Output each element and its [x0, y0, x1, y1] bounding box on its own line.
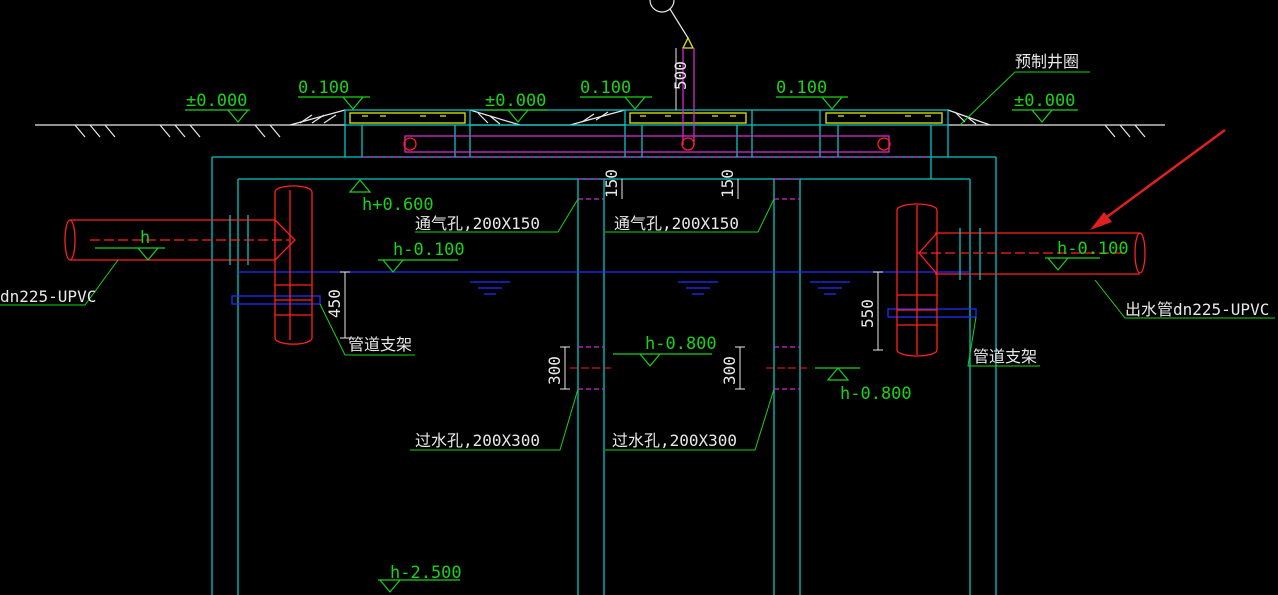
label-inlet-pipe: dn225-UPVC: [0, 287, 96, 306]
label-support-right: 管道支架: [973, 347, 1037, 366]
level-outlet: h-0.100: [1057, 239, 1129, 259]
vent-pipe: [403, 48, 891, 153]
level-water: h-0.100: [393, 240, 465, 260]
annotation-arrow: [1090, 128, 1226, 230]
level-markers: [95, 96, 1100, 593]
level-hole-top: h+0.600: [362, 195, 434, 215]
level-orifice-left: h-0.800: [645, 334, 717, 354]
level-bottom: h-2.500: [390, 563, 462, 583]
openings: [362, 156, 931, 390]
dim-support-left: 450: [325, 289, 344, 318]
level-cover-left: 0.100: [298, 78, 349, 98]
level-orifice-right: h-0.800: [840, 384, 912, 404]
leader-lines: [0, 71, 1275, 451]
dim-orifice-left: 300: [545, 356, 564, 385]
level-ground-mid: ±0.000: [485, 91, 546, 111]
ground-line: [35, 109, 1165, 138]
label-support-left: 管道支架: [348, 335, 412, 354]
vent-label-circle: [649, 0, 689, 39]
dim-orifice-right: 300: [720, 356, 739, 385]
label-orifice-right: 过水孔,200X300: [612, 431, 737, 450]
dim-vent-height: 500: [671, 61, 690, 90]
label-vent-left: 通气孔,200X150: [415, 214, 540, 233]
level-ground-right: ±0.000: [1014, 91, 1075, 111]
dimension-lines: [340, 48, 883, 390]
label-precast-ring: 预制井圈: [1015, 52, 1079, 71]
dim-vent-hole-left: 150: [602, 169, 621, 198]
level-cover-right: 0.100: [776, 78, 827, 98]
label-orifice-left: 过水孔,200X300: [415, 431, 540, 450]
dim-vent-hole-right: 150: [718, 169, 737, 198]
dim-support-right: 550: [858, 299, 877, 328]
manhole-covers: [349, 36, 943, 124]
water-level: [231, 271, 977, 318]
label-vent-right: 通气孔,200X150: [614, 214, 739, 233]
level-inlet: h: [140, 228, 150, 248]
label-outlet-pipe: 出水管dn225-UPVC: [1125, 300, 1269, 319]
level-ground-left: ±0.000: [186, 91, 247, 111]
level-cover-mid: 0.100: [580, 78, 631, 98]
inlet-pipe: [64, 185, 313, 345]
outlet-pipe: [896, 203, 1146, 357]
